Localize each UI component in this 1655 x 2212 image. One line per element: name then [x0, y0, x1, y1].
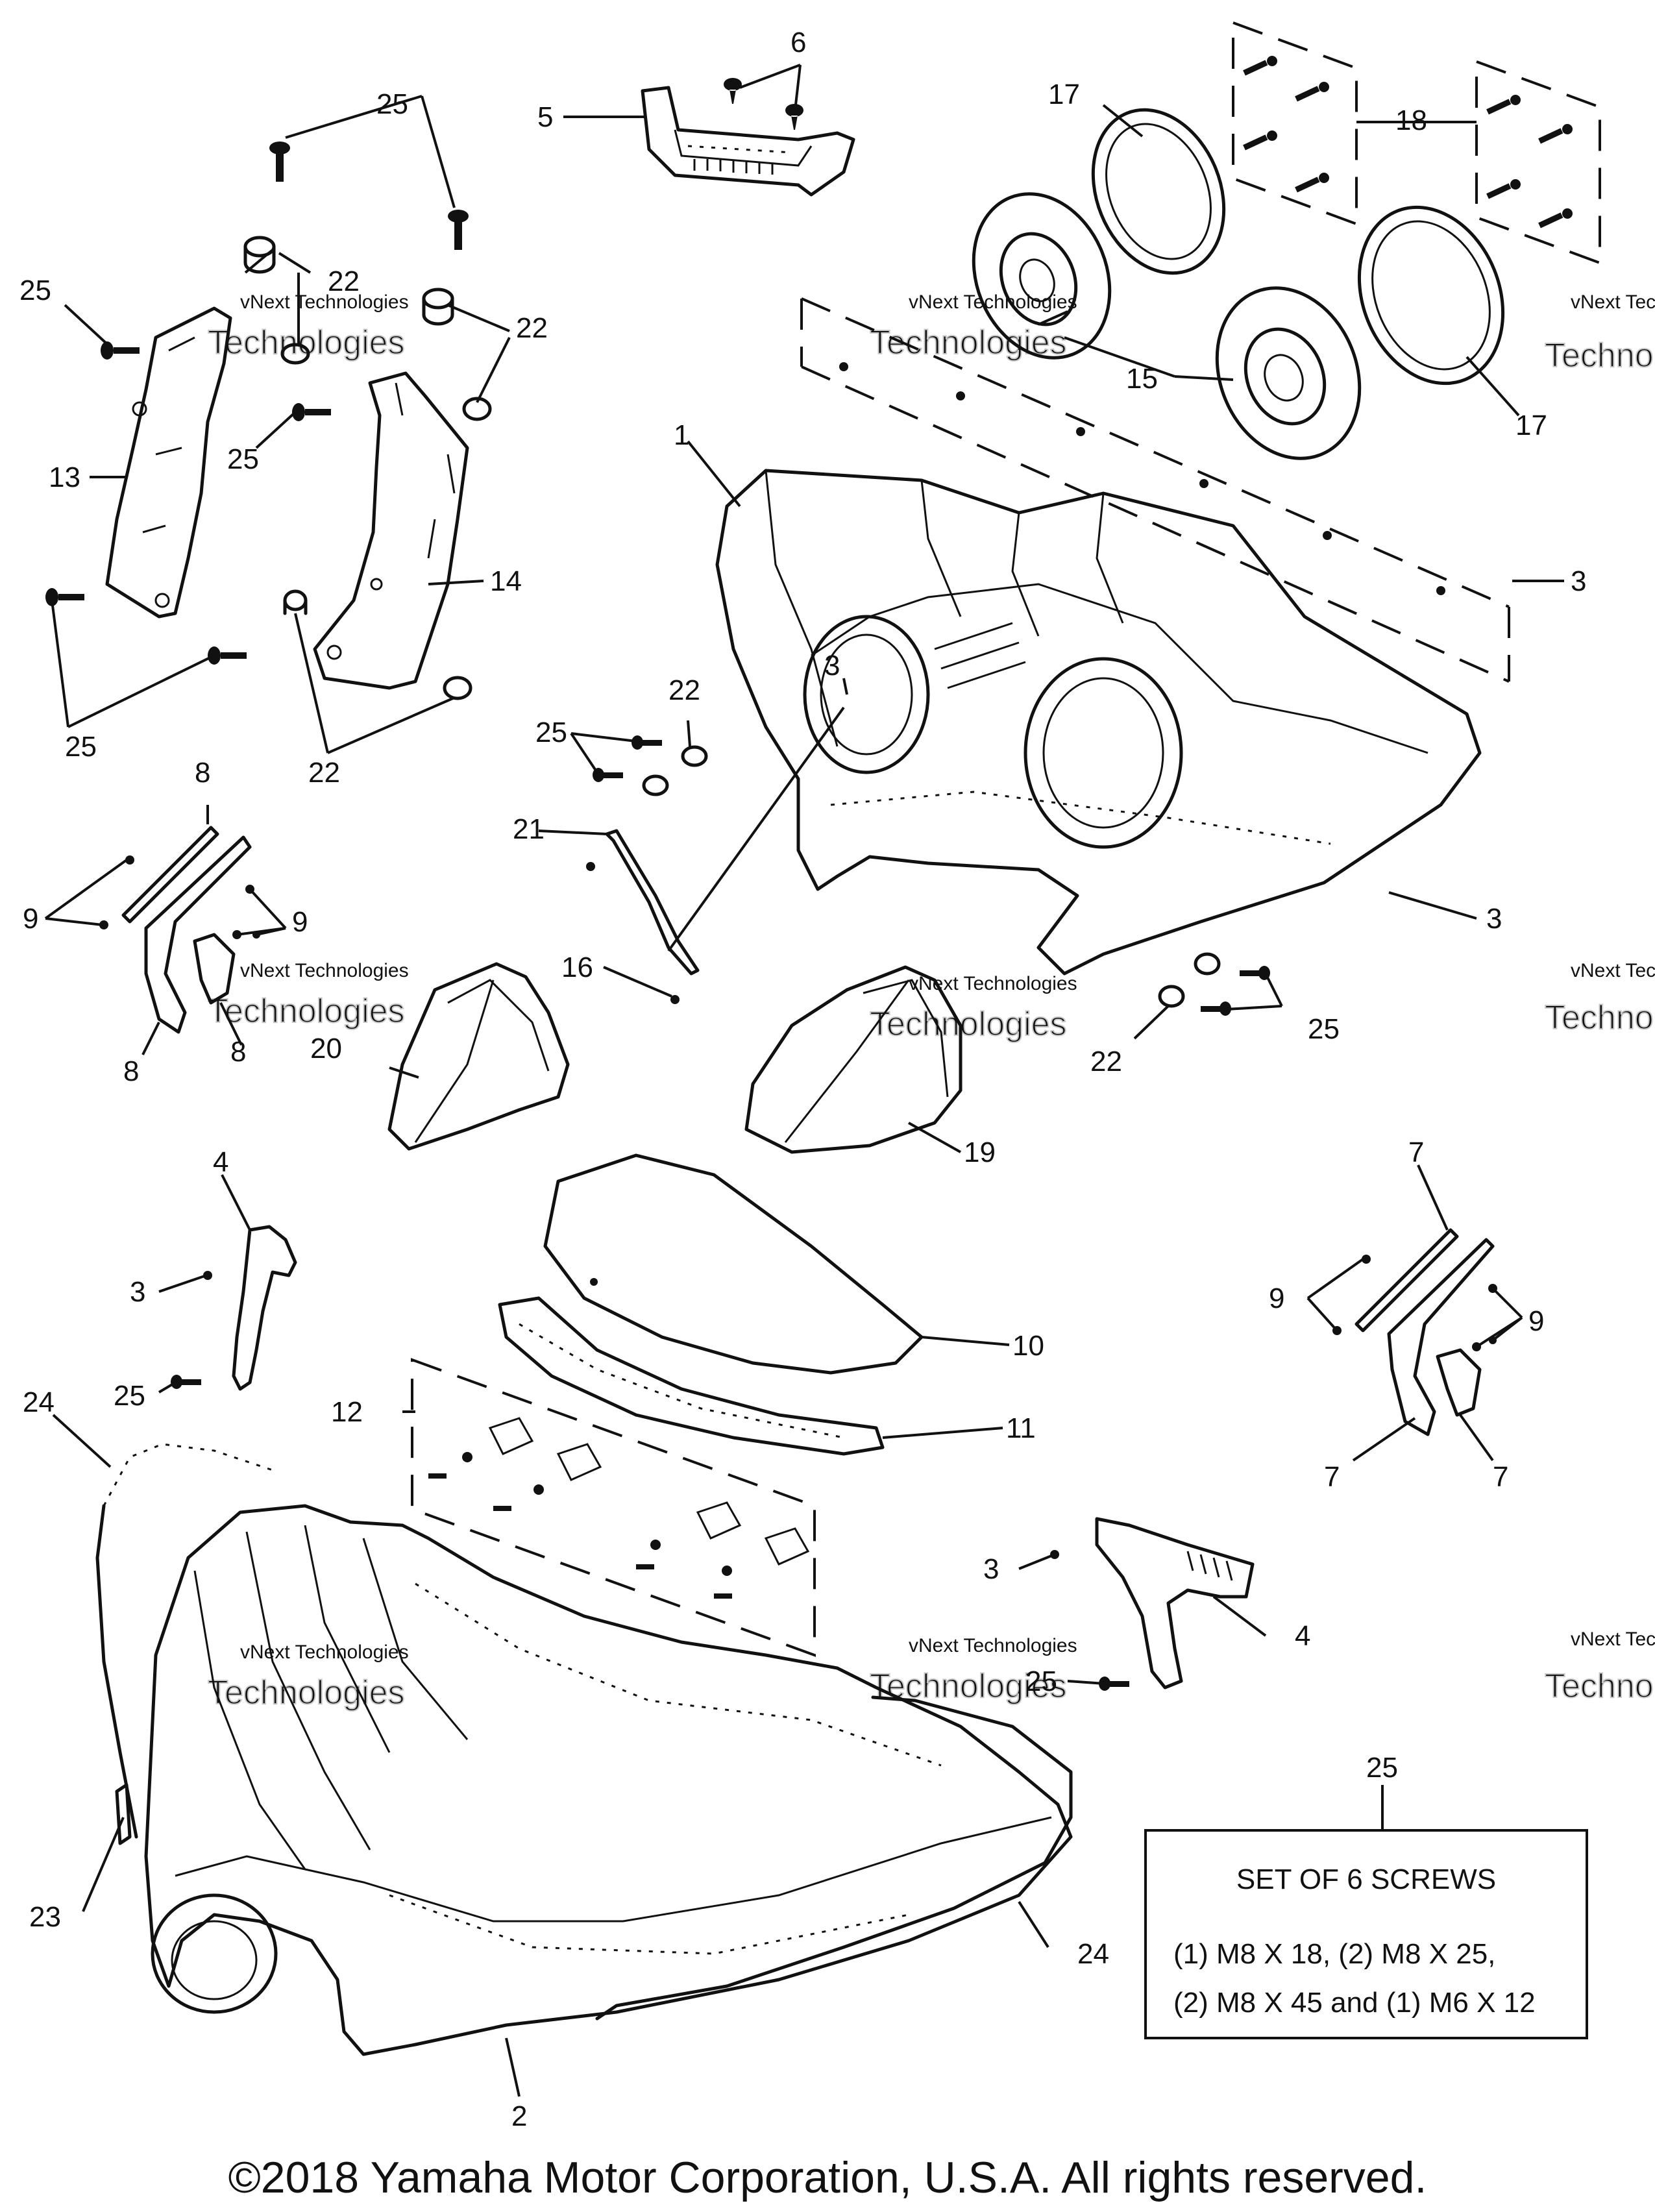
callout-24: 24	[1077, 1938, 1109, 1970]
part-25-screws	[45, 141, 1270, 1691]
callout-17: 17	[1515, 410, 1547, 441]
part-10-windshield	[543, 1153, 924, 1375]
copyright-notice: ©2018 Yamaha Motor Corporation, U.S.A. A…	[228, 2153, 1427, 2202]
callout-24: 24	[23, 1386, 55, 1418]
screw-set-box: 25 SET OF 6 SCREWS (1) M8 X 18, (2) M8 X…	[1144, 1752, 1588, 2039]
callout-7: 7	[1408, 1137, 1424, 1168]
part-11-trim	[498, 1296, 885, 1456]
part-5-bracket	[641, 86, 855, 197]
callout-22: 22	[328, 265, 360, 297]
part-19-cover-right	[744, 965, 962, 1154]
watermarks: vNext Technologies Technologies vNext Te…	[207, 291, 1655, 1712]
callout-3: 3	[983, 1553, 999, 1585]
part-13-bracket	[105, 306, 232, 619]
callout-22: 22	[308, 757, 340, 789]
watermark-logo: Technologies	[208, 992, 405, 1030]
part-21-rod	[605, 829, 700, 976]
part-20-cover-left	[387, 962, 570, 1151]
callout-8: 8	[230, 1036, 246, 1068]
callout-3: 3	[1486, 903, 1502, 935]
part-18-screw-sets	[1232, 21, 1601, 265]
watermark-text: vNext Technologies	[240, 1641, 409, 1663]
callout-13: 13	[49, 461, 80, 493]
part-7-hinge-right	[1332, 1228, 1497, 1436]
screw-set-line1: (1) M8 X 18, (2) M8 X 25,	[1173, 1938, 1495, 1970]
callout-25: 25	[1025, 1665, 1057, 1697]
part-4-bracket-left	[203, 1225, 297, 1391]
part-24-weatherstrip	[95, 1443, 1073, 2021]
watermark-text: vNext Technologies	[1571, 291, 1655, 313]
callout-11: 11	[1006, 1412, 1036, 1444]
callout-8: 8	[195, 757, 210, 789]
watermark-text: vNext Technologies	[909, 973, 1077, 994]
callout-9: 9	[292, 906, 308, 938]
callout-15: 15	[1126, 363, 1158, 395]
watermark-text: vNext Technologies	[1571, 960, 1655, 981]
callout-21: 21	[513, 813, 545, 845]
callout-9: 9	[23, 903, 38, 935]
callout-3: 3	[1571, 565, 1586, 597]
callout-7: 7	[1324, 1461, 1340, 1493]
callout-8: 8	[123, 1055, 139, 1087]
watermark-text: vNext Technologies	[240, 960, 409, 981]
watermark-text: vNext Technologies	[909, 291, 1077, 313]
screw-set-title: SET OF 6 SCREWS	[1236, 1863, 1496, 1895]
callout-25: 25	[376, 88, 408, 120]
callout-14: 14	[490, 565, 522, 597]
screw-set-line2: (2) M8 X 45 and (1) M6 X 12	[1173, 1987, 1536, 2019]
callout-16: 16	[561, 952, 593, 983]
callout-19: 19	[964, 1137, 996, 1168]
callout-25: 25	[65, 731, 97, 763]
callout-18: 18	[1395, 104, 1427, 136]
part-12-hardware-set	[411, 1358, 816, 1657]
callout-9: 9	[1269, 1283, 1284, 1314]
callout-2: 2	[511, 2100, 527, 2132]
callout-3: 3	[130, 1276, 145, 1308]
callout-23: 23	[29, 1901, 61, 1933]
watermark-text: vNext Technologies	[1571, 1628, 1655, 1650]
leader-lines	[44, 64, 1564, 2097]
watermark-logo: Technologies	[870, 1005, 1067, 1043]
callout-7: 7	[1493, 1461, 1508, 1493]
part-17-speaker-rings	[1091, 108, 1505, 386]
callout-3: 3	[824, 650, 840, 682]
callout-4: 4	[1295, 1620, 1310, 1652]
callout-25: 25	[1308, 1013, 1340, 1045]
callout-5: 5	[537, 101, 553, 133]
callout-22: 22	[516, 312, 548, 344]
callout-25: 25	[535, 717, 567, 748]
part-16-clips	[586, 862, 680, 1004]
watermark-text: vNext Technologies	[909, 1635, 1077, 1656]
callout-25: 25	[19, 275, 51, 306]
callout-20: 20	[310, 1033, 342, 1064]
callout-17: 17	[1048, 79, 1080, 110]
callout-10: 10	[1012, 1330, 1044, 1362]
watermark-text: vNext Technologies	[240, 291, 409, 313]
callout-9: 9	[1528, 1305, 1544, 1337]
callout-12: 12	[331, 1396, 363, 1428]
part-8-hinge-left	[99, 826, 260, 1034]
callout-6: 6	[791, 27, 806, 58]
callout-22: 22	[1090, 1046, 1122, 1077]
part-23-strip	[115, 1783, 132, 1845]
part-1-inner-fairing	[715, 469, 1482, 976]
watermark-logo: Technologies	[1545, 1667, 1655, 1705]
callout-4: 4	[213, 1146, 228, 1178]
part-2-outer-fairing	[144, 1504, 1073, 2056]
part-14-bracket	[313, 371, 469, 690]
callout-25: 25	[227, 443, 259, 475]
part-3-screw-set	[800, 297, 1510, 683]
part-15-speakers	[972, 192, 1362, 460]
part-6-screws	[724, 78, 803, 130]
watermark-logo: Technologies	[1545, 337, 1655, 375]
watermark-logo: Technologies	[1545, 999, 1655, 1037]
callout-labels: 25 25 22 22 25 13 14 25 22 6 5 17 18 15 …	[19, 27, 1586, 2132]
watermark-logo: Technologies	[208, 324, 405, 362]
callout-22: 22	[668, 674, 700, 706]
watermark-logo: Technologies	[208, 1674, 405, 1712]
screw-set-callout: 25	[1366, 1752, 1398, 1784]
callout-1: 1	[674, 419, 689, 451]
callout-25: 25	[114, 1380, 145, 1412]
